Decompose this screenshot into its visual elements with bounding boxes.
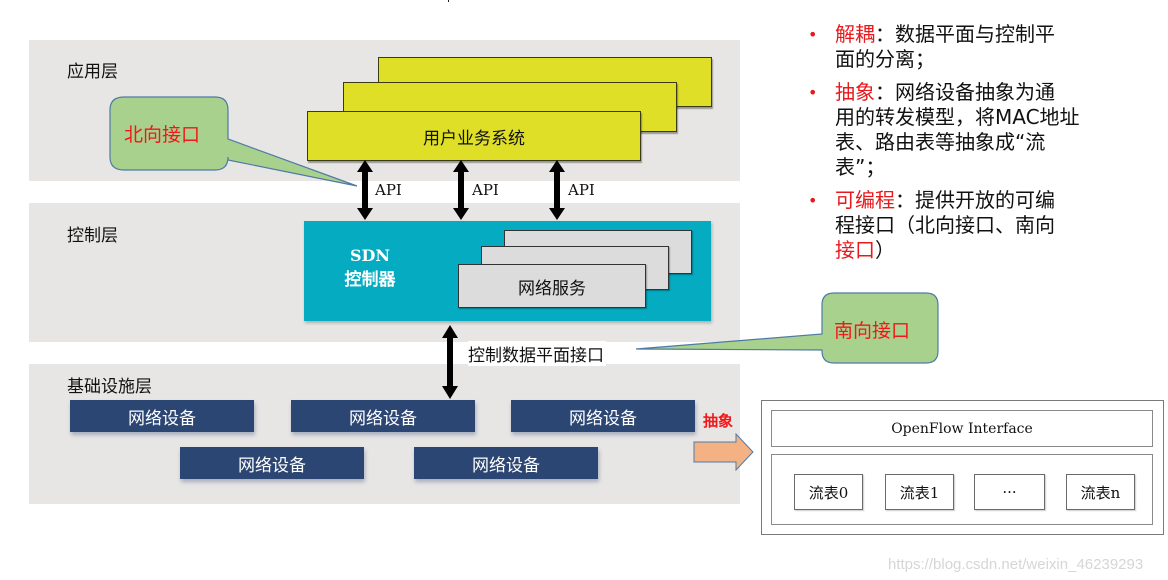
network-device: 网络设备 xyxy=(180,447,364,479)
flow-table-0: 流表0 xyxy=(794,474,863,510)
bullet-text: 面的分离； xyxy=(835,47,935,71)
network-device: 网络设备 xyxy=(414,447,598,479)
network-service-box: 网络服务 xyxy=(458,264,646,308)
northbound-callout-shape xyxy=(109,96,358,187)
network-device: 网络设备 xyxy=(511,400,695,432)
sdn-controller-label: SDN 控制器 xyxy=(330,243,410,293)
control-data-plane-arrow xyxy=(442,325,458,399)
bullet-abstraction: • 抽象：网络设备抽象为通 用的转发模型，将MAC地址 表、路由表等抽象成“流 … xyxy=(808,80,1158,180)
network-service-label: 网络服务 xyxy=(518,278,586,299)
sdn-controller-label-line1: SDN xyxy=(349,246,391,265)
northbound-callout-label: 北向接口 xyxy=(124,124,201,146)
business-system-label: 用户业务系统 xyxy=(423,128,525,149)
api-arrow-1 xyxy=(357,160,373,220)
business-system-box: 用户业务系统 xyxy=(307,111,641,161)
application-layer-label: 应用层 xyxy=(67,62,118,82)
bullet-text: ：提供开放的可编 xyxy=(895,188,1055,212)
bullet-text: ） xyxy=(875,238,895,262)
bullet-term: 可编程 xyxy=(835,188,895,212)
infrastructure-layer-label: 基础设施层 xyxy=(67,377,152,397)
feature-bullet-list: • 解耦：数据平面与控制平 面的分离； • 抽象：网络设备抽象为通 用的转发模型… xyxy=(808,22,1158,263)
bullet-text: ：数据平面与控制平 xyxy=(875,22,1055,46)
network-device: 网络设备 xyxy=(70,400,254,432)
bullet-dot: • xyxy=(808,191,818,210)
control-layer-label: 控制层 xyxy=(67,226,118,246)
api-label-3: API xyxy=(568,181,595,199)
network-device: 网络设备 xyxy=(291,400,475,432)
watermark: https://blog.csdn.net/weixin_46239293 xyxy=(888,556,1144,573)
abstraction-label: 抽象 xyxy=(703,412,734,430)
bullet-text: 表、路由表等抽象成“流 xyxy=(835,130,1046,154)
bullet-programmable: • 可编程：提供开放的可编 程接口（北向接口、南向 接口） xyxy=(808,188,1158,263)
bullet-term: 解耦 xyxy=(835,22,875,46)
bullet-text: 程接口（北向接口、南向 xyxy=(835,213,1055,237)
bullet-dot: • xyxy=(808,83,818,102)
openflow-interface-label: OpenFlow Interface xyxy=(891,420,1033,437)
bullet-dot: • xyxy=(808,25,818,44)
bullet-decoupling: • 解耦：数据平面与控制平 面的分离； xyxy=(808,22,1158,72)
control-data-plane-interface-label: 控制数据平面接口 xyxy=(468,341,606,366)
bullet-term: 抽象 xyxy=(835,80,875,104)
bullet-text: 用的转发模型，将MAC地址 xyxy=(835,105,1080,129)
api-label-2: API xyxy=(472,181,499,199)
bullet-text: 表”； xyxy=(835,155,886,179)
southbound-callout-shape xyxy=(635,292,939,364)
flow-table-1: 流表1 xyxy=(885,474,954,510)
southbound-callout-label: 南向接口 xyxy=(834,320,911,342)
infrastructure-layer-band xyxy=(29,364,740,504)
api-arrow-2 xyxy=(453,160,469,220)
flow-table-n: 流表n xyxy=(1066,474,1135,510)
bullet-term-trailing: 接口 xyxy=(835,238,875,262)
openflow-interface-box: OpenFlow Interface xyxy=(771,410,1153,447)
flow-table-ellipsis: ··· xyxy=(974,474,1045,510)
abstraction-arrow-icon xyxy=(693,432,754,472)
api-label-1: API xyxy=(375,181,402,199)
bullet-text: ：网络设备抽象为通 xyxy=(875,80,1055,104)
sdn-controller-label-line2: 控制器 xyxy=(344,270,396,290)
api-arrow-3 xyxy=(549,160,565,220)
top-mark xyxy=(448,0,449,2)
